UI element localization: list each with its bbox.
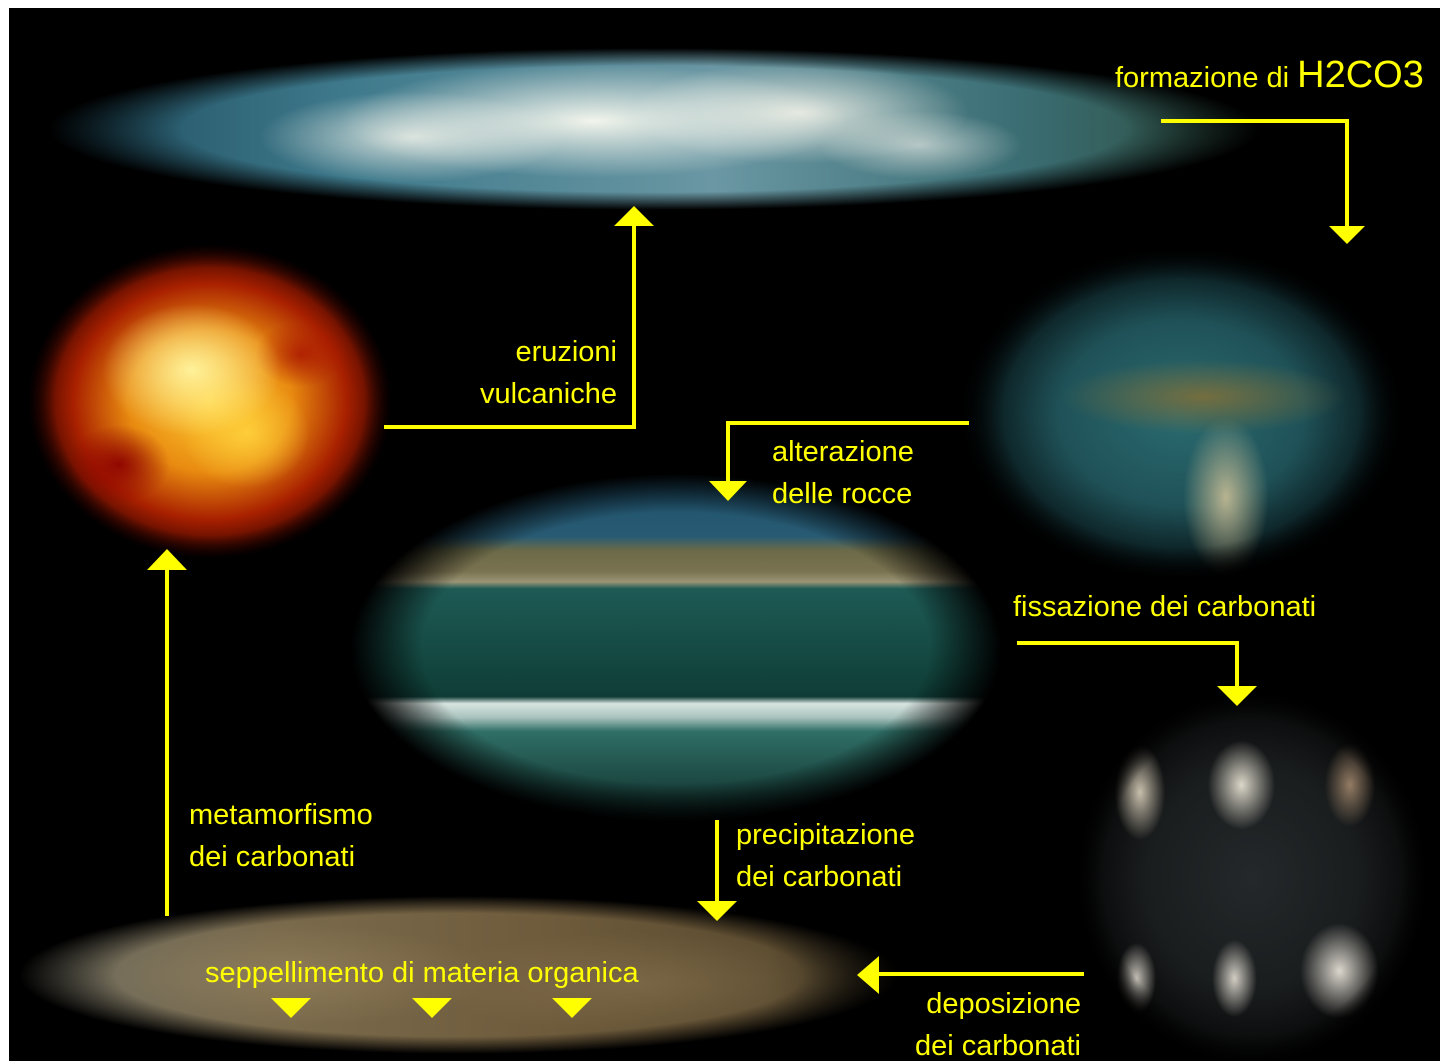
label-eruzioni-line2: vulcaniche — [459, 373, 617, 415]
arrowhead-down-icon — [1217, 686, 1257, 706]
label-precipitazione-line2: dei carbonati — [736, 856, 915, 898]
arrowhead-up-icon — [147, 549, 187, 570]
label-formazione: formazione di H2CO3 — [1115, 54, 1424, 99]
label-alterazione: alterazione delle rocce — [772, 431, 914, 515]
label-alterazione-line1: alterazione — [772, 431, 914, 473]
label-fissazione-text: fissazione dei carbonati — [1013, 591, 1316, 623]
cycle-arrows — [9, 8, 1440, 1061]
arrowhead-up-icon — [614, 206, 654, 226]
label-seppellimento-text: seppellimento di materia organica — [205, 957, 639, 989]
arrowhead-down-icon — [552, 998, 592, 1018]
arrowhead-down-icon — [1329, 226, 1365, 244]
arrowhead-left-icon — [857, 956, 879, 994]
label-seppellimento: seppellimento di materia organica — [205, 952, 639, 994]
label-eruzioni: eruzioni vulcaniche — [459, 331, 617, 415]
label-deposizione-line2: dei carbonati — [889, 1025, 1081, 1061]
label-precipitazione: precipitazione dei carbonati — [736, 814, 915, 898]
label-precipitazione-line1: precipitazione — [736, 814, 915, 856]
arrowhead-down-icon — [271, 998, 311, 1018]
arrowhead-down-icon — [709, 481, 747, 501]
label-metamorfismo-line2: dei carbonati — [189, 836, 373, 878]
label-metamorfismo: metamorfismo dei carbonati — [189, 794, 373, 878]
label-eruzioni-line1: eruzioni — [459, 331, 617, 373]
label-formazione-formula: H2CO3 — [1297, 54, 1424, 96]
label-formazione-text: formazione di — [1115, 62, 1289, 94]
label-fissazione: fissazione dei carbonati — [1013, 586, 1316, 628]
label-metamorfismo-line1: metamorfismo — [189, 794, 373, 836]
arrow-formazione-line — [1161, 121, 1347, 228]
arrow-fissazione-line — [1017, 643, 1237, 686]
carbon-cycle-diagram: formazione di H2CO3 eruzioni vulcaniche … — [9, 8, 1440, 1061]
arrowhead-down-icon — [697, 901, 737, 921]
arrowhead-down-icon — [412, 998, 452, 1018]
label-deposizione-line1: deposizione — [889, 983, 1081, 1025]
label-deposizione: deposizione dei carbonati — [889, 983, 1081, 1061]
label-alterazione-line2: delle rocce — [772, 473, 914, 515]
